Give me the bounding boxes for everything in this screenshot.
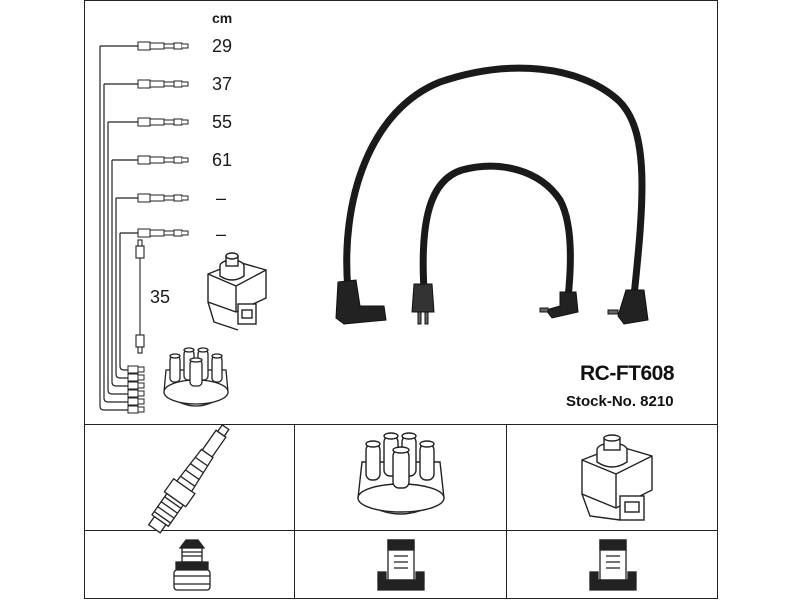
coil-lead bbox=[135, 239, 145, 354]
diagram-frame bbox=[84, 0, 718, 599]
distributor-terminal-icon bbox=[377, 539, 425, 591]
ignition-lead-short bbox=[419, 162, 574, 302]
cable-schematic bbox=[99, 45, 138, 411]
coil-lead-length: 35 bbox=[150, 287, 171, 307]
cable-connectors bbox=[137, 41, 189, 238]
cable-length-2: 37 bbox=[212, 74, 233, 94]
distributor-cap-small-icon bbox=[163, 347, 229, 407]
lead-boots bbox=[335, 279, 649, 325]
spark-plug-icon bbox=[147, 424, 230, 534]
cable-length-1: 29 bbox=[212, 36, 233, 56]
plug-terminal-icon bbox=[173, 539, 211, 591]
ignition-lead-long bbox=[343, 64, 646, 300]
divider-vertical-right bbox=[506, 424, 507, 599]
cable-length-3: 55 bbox=[212, 112, 233, 132]
cable-length-6: – bbox=[216, 224, 227, 244]
divider-horizontal-bottom bbox=[84, 530, 718, 531]
stock-number: Stock-No. 8210 bbox=[566, 393, 674, 410]
distributor-cap-icon bbox=[357, 432, 445, 515]
part-number: RC-FT608 bbox=[580, 362, 675, 385]
coil-terminal-icon bbox=[589, 539, 637, 591]
unit-label: cm bbox=[212, 10, 233, 26]
divider-vertical-left bbox=[294, 424, 295, 599]
ignition-coil-icon bbox=[581, 434, 653, 521]
bundle-terminals bbox=[127, 365, 145, 414]
cable-length-5: – bbox=[216, 188, 227, 208]
cable-length-4: 61 bbox=[212, 150, 233, 170]
divider-horizontal-top bbox=[84, 424, 718, 425]
ignition-coil-small-icon bbox=[207, 252, 267, 331]
